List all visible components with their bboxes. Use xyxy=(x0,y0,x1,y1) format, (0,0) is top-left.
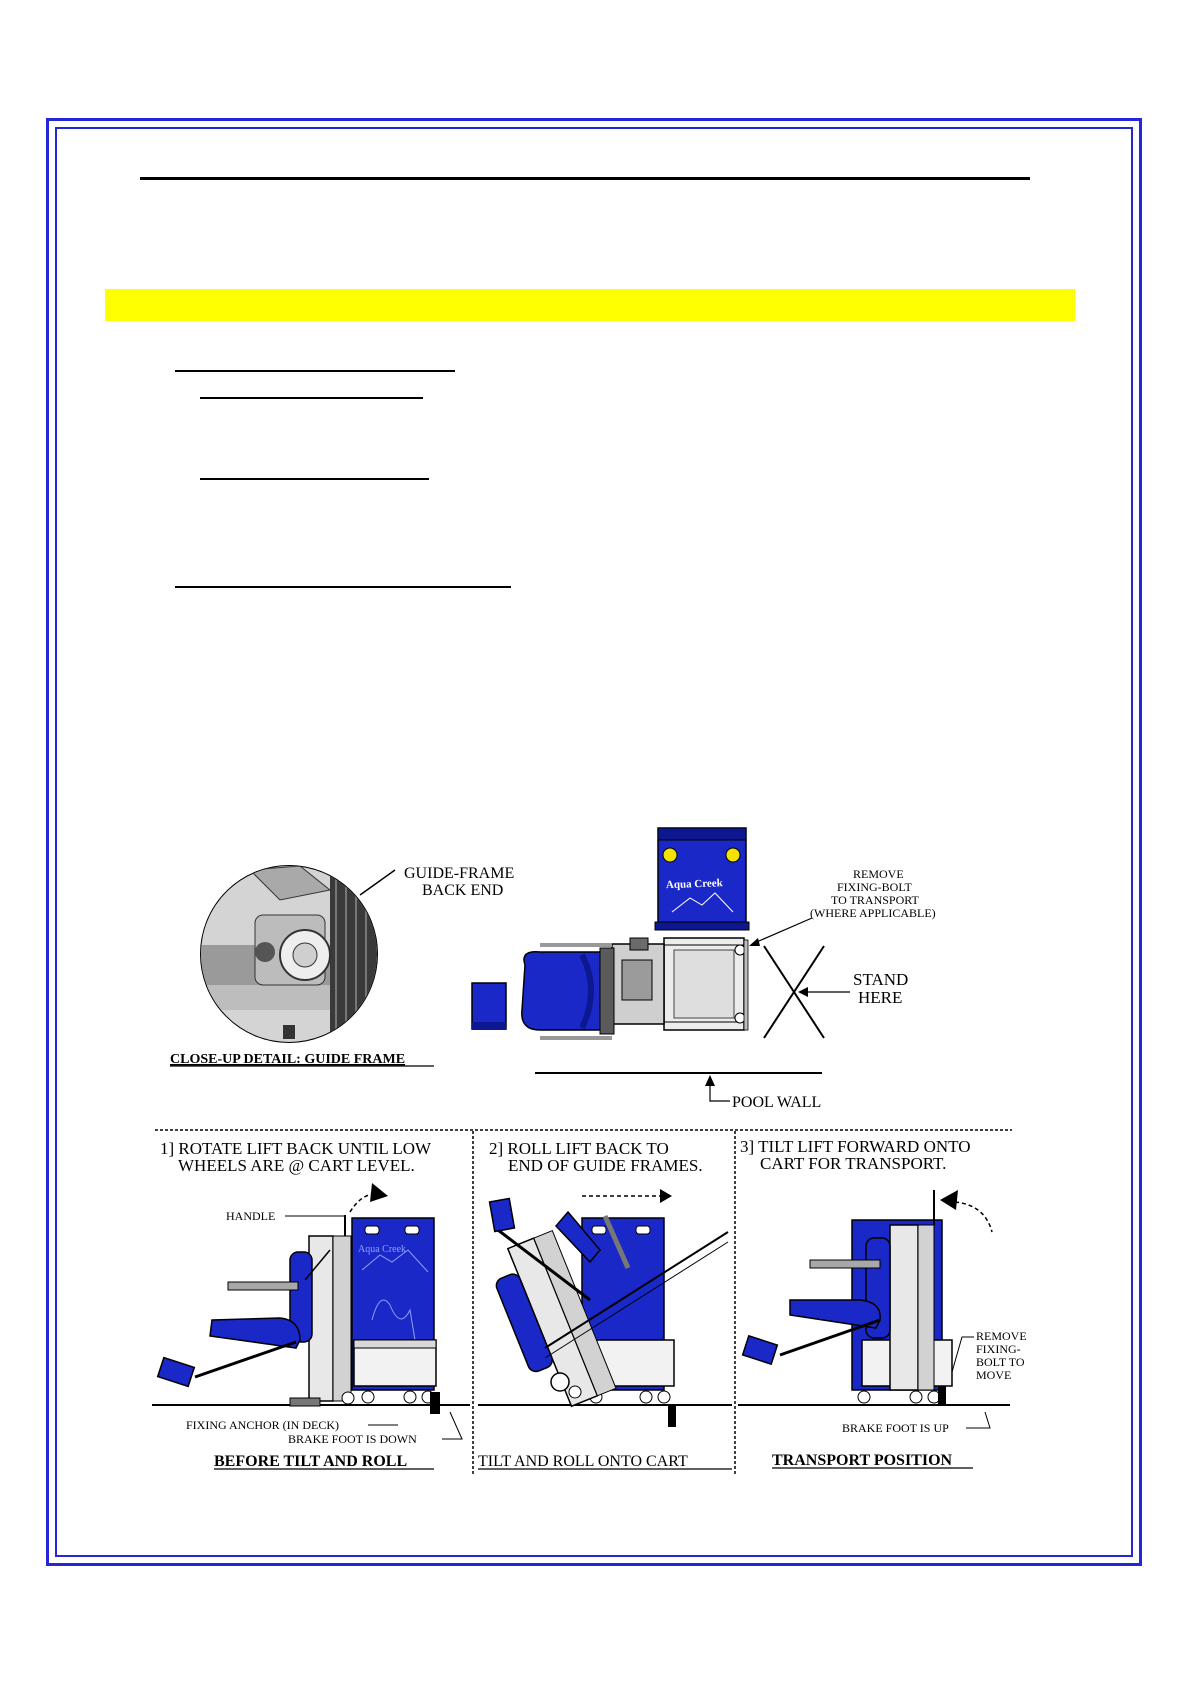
closeup-caption: CLOSE-UP DETAIL: GUIDE FRAME xyxy=(170,1052,405,1067)
brand-step1: Aqua Creek xyxy=(358,1244,406,1255)
pool-wall-label: POOL WALL xyxy=(732,1094,821,1111)
subsection-rule-1 xyxy=(200,397,423,399)
step3-heading-line1: 3] TILT LIFT FORWARD ONTO xyxy=(740,1137,970,1156)
stand-here-line1: STAND xyxy=(853,970,908,989)
step2-heading-line2: END OF GUIDE FRAMES. xyxy=(508,1156,703,1175)
stand-here-line2: HERE xyxy=(858,988,902,1007)
remove-bolt-line2: FIXING-BOLT xyxy=(837,880,913,894)
plan-view-lift: Aqua Creek xyxy=(471,827,750,1040)
step3-caption: TRANSPORT POSITION xyxy=(772,1452,953,1469)
brake-foot-up-label: BRAKE FOOT IS UP xyxy=(842,1421,949,1435)
section-rule-2 xyxy=(175,586,511,588)
section-rule-1 xyxy=(175,370,455,372)
brand-plan: Aqua Creek xyxy=(666,877,724,891)
remove-bolt-move-line1: REMOVE xyxy=(976,1329,1027,1343)
remove-bolt-move-line3: BOLT TO xyxy=(976,1355,1025,1369)
remove-bolt-move-line2: FIXING- xyxy=(976,1342,1021,1356)
step1-drawing: Aqua Creek xyxy=(152,1183,470,1414)
page-border-outer xyxy=(46,118,1142,1566)
handle-label: HANDLE xyxy=(226,1209,275,1223)
guide-frame-label-line1: GUIDE-FRAME xyxy=(404,865,514,882)
step3-drawing xyxy=(738,1190,1010,1406)
remove-bolt-line4: (WHERE APPLICABLE) xyxy=(810,906,936,920)
step2-caption: TILT AND ROLL ONTO CART xyxy=(478,1453,688,1470)
stand-here-cross xyxy=(763,945,825,1039)
remove-bolt-move-line4: MOVE xyxy=(976,1368,1011,1382)
fixing-anchor-label: FIXING ANCHOR (IN DECK) xyxy=(186,1418,339,1432)
page-border-inner xyxy=(55,127,1133,1557)
closeup-detail xyxy=(200,865,396,1043)
guide-frame-label-line2: BACK END xyxy=(422,882,503,899)
subsection-rule-2 xyxy=(200,478,429,480)
step1-heading-line2: WHEELS ARE @ CART LEVEL. xyxy=(178,1156,415,1175)
step2-heading-line1: 2] ROLL LIFT BACK TO xyxy=(489,1139,669,1158)
highlight-band xyxy=(105,289,1075,321)
step1-caption: BEFORE TILT AND ROLL xyxy=(214,1453,407,1470)
step1-heading-line1: 1] ROTATE LIFT BACK UNTIL LOW xyxy=(160,1139,432,1158)
remove-bolt-line1: REMOVE xyxy=(853,867,904,881)
brake-foot-down-label: BRAKE FOOT IS DOWN xyxy=(288,1432,417,1446)
step3-heading-line2: CART FOR TRANSPORT. xyxy=(760,1154,946,1173)
remove-bolt-line3: TO TRANSPORT xyxy=(831,893,920,907)
title-rule xyxy=(140,177,1030,180)
step2-drawing xyxy=(478,1189,732,1427)
